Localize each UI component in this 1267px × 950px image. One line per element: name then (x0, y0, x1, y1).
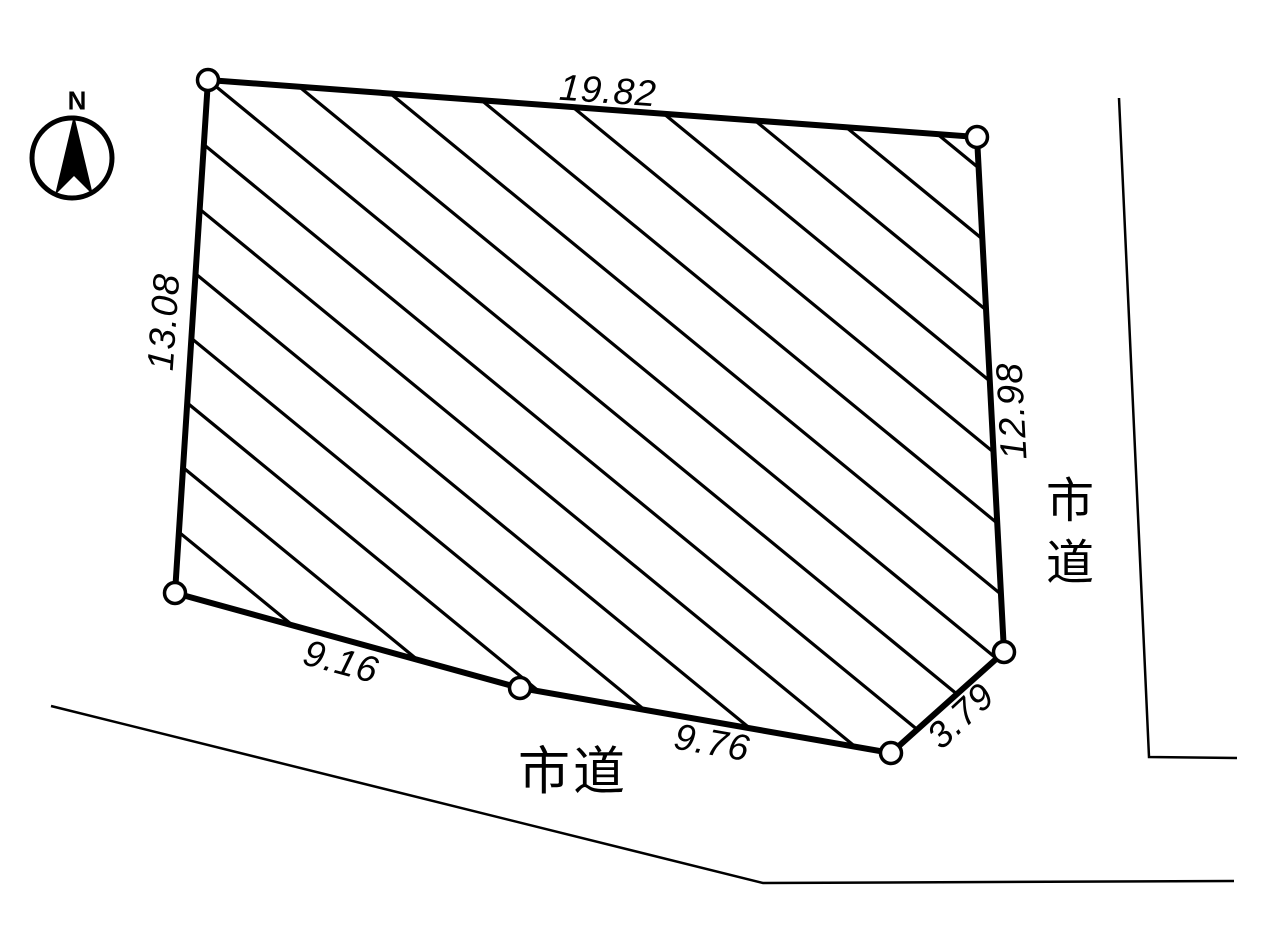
compass-circle (29, 115, 115, 201)
dimension-right-edge: 12.98 (988, 361, 1035, 461)
dimension-left-edge: 13.08 (139, 271, 188, 373)
vertex-marker-right-bottom (991, 639, 1017, 665)
north-arrow-icon (55, 115, 93, 195)
vertex-marker-top-left (195, 67, 221, 93)
bottom-road-boundary-line (50, 704, 1235, 885)
vertex-marker-bottom-left (162, 580, 188, 606)
vertex-marker-bottom-middle (507, 675, 533, 701)
compass-north-label: N (67, 85, 87, 116)
compass (29, 115, 115, 201)
parcel-boundary (171, 76, 1008, 757)
right-road-boundary-line (1117, 97, 1238, 760)
vertex-marker-top-right (964, 124, 990, 150)
vertex-marker-bottom-right (878, 740, 904, 766)
bottom-road-label: 市道 (517, 743, 629, 802)
dimension-top-edge: 19.82 (557, 66, 659, 115)
right-road-label: 市道 (1038, 475, 1091, 599)
